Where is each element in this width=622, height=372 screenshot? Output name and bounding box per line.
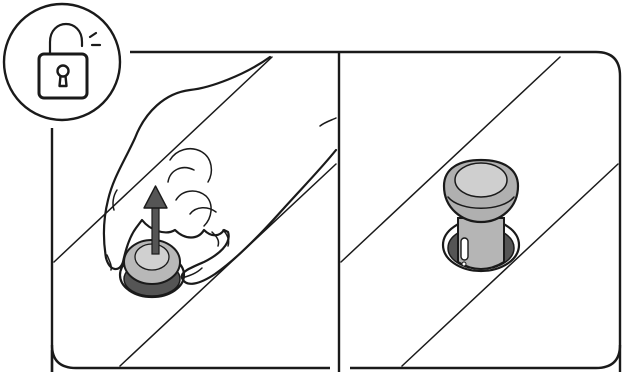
hand-outline	[102, 55, 338, 285]
unlock-badge	[2, 2, 122, 122]
thumb-line	[181, 267, 203, 279]
wrist-line	[319, 117, 337, 127]
pull-up-arrow	[143, 185, 168, 255]
knuckle-line	[211, 231, 220, 247]
knob-slot-dot	[461, 261, 467, 267]
finger-line	[189, 207, 217, 215]
finger-line	[167, 166, 195, 183]
knob-head-top	[454, 162, 508, 198]
panel-frame	[50, 50, 622, 372]
knob-slot	[460, 237, 469, 261]
left-panel	[53, 55, 338, 367]
unlock-icon	[37, 22, 102, 100]
finger-line	[175, 190, 212, 227]
nail-line	[112, 189, 118, 211]
finger-line	[169, 148, 213, 183]
right-panel	[340, 56, 619, 367]
knuckle-line	[222, 229, 230, 247]
table-edge-line	[53, 56, 273, 263]
knob-head-rim	[447, 196, 515, 209]
nail-line	[106, 254, 112, 271]
knob-stem	[457, 217, 505, 270]
table-edge-line	[340, 56, 561, 263]
table-edge-line	[401, 163, 619, 367]
